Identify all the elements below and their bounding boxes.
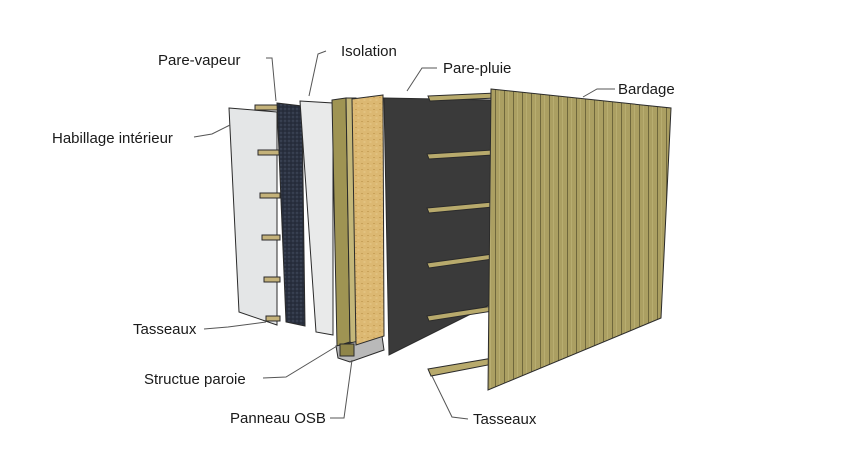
label-structure-paroi: Structue paroie xyxy=(144,371,246,388)
structure-sill-wood xyxy=(339,343,355,357)
panneau-osb-panel xyxy=(351,94,385,346)
leader-lines xyxy=(193,50,615,420)
tasseau-left xyxy=(265,315,281,322)
leader-bardage xyxy=(582,88,615,98)
leader-habillage xyxy=(193,124,231,138)
bardage-panel xyxy=(487,88,672,391)
label-panneau-osb: Panneau OSB xyxy=(230,410,326,427)
tasseau-left xyxy=(257,149,281,156)
label-bardage: Bardage xyxy=(618,81,675,98)
leader-osb xyxy=(330,359,353,419)
label-habillage-interieur: Habillage intérieur xyxy=(52,130,173,147)
leader-tasseaux-left xyxy=(203,321,267,330)
label-pare-vapeur: Pare-vapeur xyxy=(158,52,241,69)
tasseaux-left-group xyxy=(254,104,281,322)
leader-structure xyxy=(262,345,338,379)
isolation-panel xyxy=(299,100,334,336)
label-isolation: Isolation xyxy=(341,43,397,60)
tasseau-left xyxy=(259,192,281,199)
leader-tasseaux-right xyxy=(431,375,469,420)
leader-isolation xyxy=(308,50,327,97)
leader-pare-vapeur xyxy=(266,57,277,102)
pare-vapeur-panel xyxy=(276,102,306,327)
leader-pare-pluie xyxy=(406,67,437,92)
tasseau-left xyxy=(263,276,281,283)
label-tasseaux-left: Tasseaux xyxy=(133,321,197,338)
tasseau-right xyxy=(427,357,494,377)
tasseau-left xyxy=(261,234,281,241)
structure-paroi-frame xyxy=(331,97,385,363)
habillage-interieur-panel xyxy=(228,107,278,326)
label-pare-pluie: Pare-pluie xyxy=(443,60,511,77)
label-tasseaux-right: Tasseaux xyxy=(473,411,537,428)
tasseau-left xyxy=(254,104,280,111)
